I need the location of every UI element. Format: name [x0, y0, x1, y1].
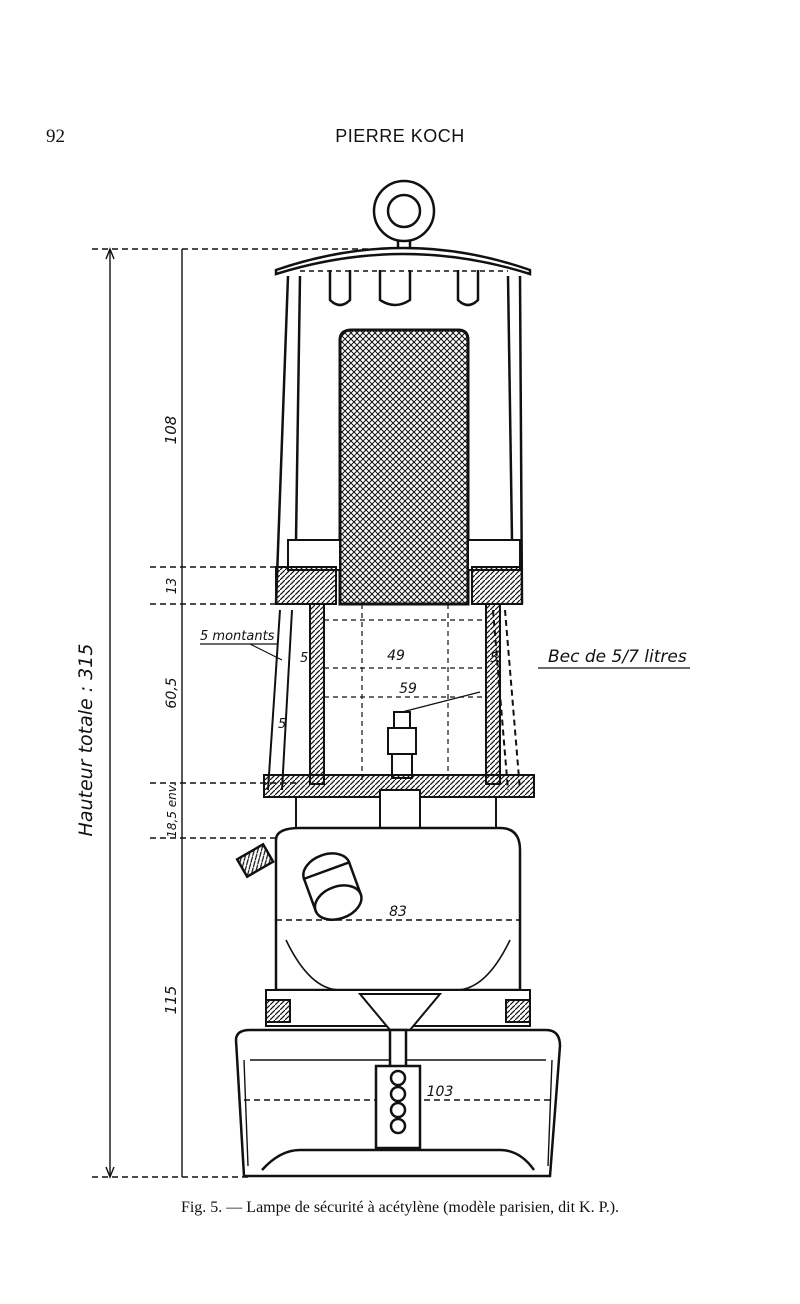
lamp-top — [274, 179, 532, 605]
carbide-container — [234, 1028, 562, 1178]
dim-13: 13 — [165, 578, 180, 595]
reservoir — [235, 826, 522, 992]
dim-18-5: 18,5 env. — [165, 782, 179, 837]
dim-60-5: 60,5 — [164, 677, 180, 708]
glass-chimney — [267, 603, 521, 791]
running-head: PIERRE KOCH — [335, 126, 465, 146]
dim-5-b: 5 — [490, 651, 498, 666]
burner — [387, 691, 481, 779]
dim-115: 115 — [162, 986, 180, 1015]
dim-5-c: 5 — [278, 717, 286, 732]
joint — [265, 989, 531, 1031]
figure-caption: Fig. 5. — Lampe de sécurité à acétylène … — [180, 1199, 620, 1216]
total-height-label: Hauteur totale : 315 — [75, 644, 97, 837]
gauze-cylinder — [338, 328, 470, 606]
base-flange — [263, 774, 535, 843]
dim-108: 108 — [162, 416, 180, 445]
dim-5-a: 5 — [300, 651, 308, 666]
bec-label: Bec de 5/7 litres — [548, 647, 687, 667]
dim-83: 83 — [389, 904, 407, 920]
dim-103: 103 — [427, 1084, 454, 1100]
page-number: 92 — [46, 126, 65, 147]
montants-label: 5 montants — [200, 629, 275, 644]
dim-49: 49 — [387, 648, 405, 664]
dim-59: 59 — [399, 681, 417, 697]
collar — [275, 539, 523, 605]
